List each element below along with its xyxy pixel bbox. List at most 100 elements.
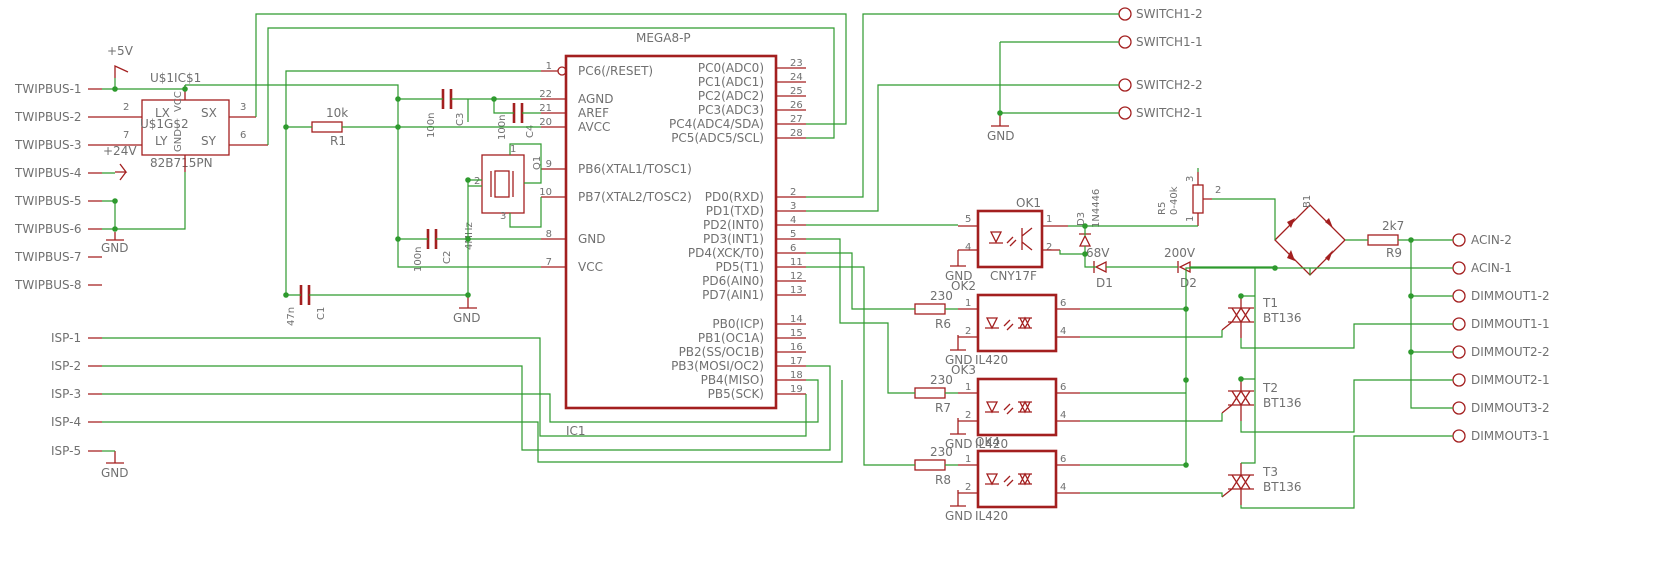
svg-text:SWITCH1-2: SWITCH1-2 (1136, 7, 1203, 21)
capacitor-c1: 47n C1 (286, 285, 327, 326)
twipbus-8-label: TWIPBUS-8 (14, 278, 82, 292)
svg-text:DIMMOUT2-1: DIMMOUT2-1 (1471, 373, 1550, 387)
svg-text:DIMMOUT3-2: DIMMOUT3-2 (1471, 401, 1550, 415)
svg-text:ACIN-2: ACIN-2 (1471, 233, 1512, 247)
optocoupler-ok1: OK1 CNY17F 5 4 1 2 (958, 196, 1068, 283)
capacitor-c4: 100n C4 (497, 103, 536, 140)
svg-text:GND: GND (945, 437, 973, 451)
twipbus-4-label: TWIPBUS-4 (14, 166, 82, 180)
svg-text:DIMMOUT1-2: DIMMOUT1-2 (1471, 289, 1550, 303)
mcu-pin-number: 20 (539, 117, 552, 128)
svg-text:1: 1 (1046, 214, 1052, 225)
mcu-pin-number: 16 (790, 342, 803, 353)
mcu-pin-label: PD2(INT0) (703, 218, 764, 232)
svg-text:47n: 47n (286, 307, 297, 326)
triac-t1: T1 BT136 (1221, 296, 1301, 338)
bridge-rectifier-b1: B1 (1274, 195, 1346, 276)
svg-text:+5V: +5V (107, 44, 134, 58)
triac-t3: T3 BT136 (1221, 463, 1301, 505)
svg-text:5: 5 (965, 214, 971, 225)
mcu-pin-number: 9 (546, 159, 552, 170)
svg-text:SWITCH2-2: SWITCH2-2 (1136, 78, 1203, 92)
mcu-pin-number: 14 (790, 314, 803, 325)
svg-text:0-40k: 0-40k (1169, 186, 1180, 215)
svg-text:GND: GND (453, 311, 481, 325)
power-24v-symbol: +24V (103, 144, 137, 181)
optocoupler-ok2: OK2 IL420 1 2 6 4 (951, 279, 1080, 367)
mcu-pin-label: PB5(SCK) (708, 387, 764, 401)
mcu-pin-label: PB3(MOSI/OC2) (671, 359, 764, 373)
svg-text:2: 2 (1046, 242, 1052, 253)
svg-text:D2: D2 (1180, 276, 1197, 290)
mcu-pin-label: PC0(ADC0) (698, 61, 764, 75)
svg-text:6: 6 (1060, 454, 1066, 465)
svg-text:B1: B1 (1302, 195, 1313, 208)
mcu-pin-label: PC2(ADC2) (698, 89, 764, 103)
svg-text:T2: T2 (1262, 381, 1278, 395)
mcu-pin-label: AVCC (578, 120, 610, 134)
mcu-pin-number: 22 (539, 89, 552, 100)
svg-text:6: 6 (240, 130, 246, 141)
capacitor-c2: 100n C2 (413, 229, 453, 272)
svg-text:1: 1 (510, 144, 516, 155)
svg-text:GND: GND (987, 129, 1015, 143)
svg-text:4: 4 (1060, 326, 1066, 337)
svg-text:6: 6 (1060, 382, 1066, 393)
svg-text:230: 230 (930, 289, 953, 303)
svg-text:3: 3 (500, 211, 506, 222)
resistor-r8: 230 R8 (914, 445, 953, 487)
mcu-pin-number: 25 (790, 86, 803, 97)
mcu-pin-number: 23 (790, 58, 803, 69)
ac-connector: ACIN-2 ACIN-1 (1452, 233, 1512, 275)
mcu-pin-label: PD6(AIN0) (702, 274, 764, 288)
resistor-r9: 2k7 R9 (1367, 219, 1404, 260)
resistor-r7: 230 R7 (914, 373, 953, 415)
svg-text:OK4: OK4 (975, 435, 1000, 449)
mcu-pin-label: VCC (578, 260, 603, 274)
mcu-pin-number: 26 (790, 100, 803, 111)
svg-text:DIMMOUT1-1: DIMMOUT1-1 (1471, 317, 1550, 331)
mcu-pin-label: PB1(OC1A) (698, 331, 764, 345)
dimmout-connector: DIMMOUT1-2 DIMMOUT1-1 DIMMOUT2-2 DIMMOUT… (1452, 289, 1550, 443)
svg-text:1: 1 (1185, 216, 1196, 222)
svg-text:4MHz: 4MHz (464, 222, 475, 250)
mcu-pin-label: PB7(XTAL2/TOSC2) (578, 190, 692, 204)
mcu-pin-number: 15 (790, 328, 803, 339)
svg-text:2: 2 (123, 102, 129, 113)
svg-text:200V: 200V (1164, 246, 1196, 260)
svg-text:D3: D3 (1076, 212, 1087, 226)
svg-text:SX: SX (201, 106, 217, 120)
svg-text:ACIN-1: ACIN-1 (1471, 261, 1512, 275)
svg-text:C1: C1 (316, 307, 327, 320)
svg-text:3: 3 (240, 102, 246, 113)
isp-3-label: ISP-3 (51, 387, 81, 401)
twipbus-2-label: TWIPBUS-2 (14, 110, 82, 124)
mcu-pin-number: 5 (790, 229, 796, 240)
svg-text:U$1G$2: U$1G$2 (140, 117, 189, 131)
svg-text:BT136: BT136 (1263, 311, 1301, 325)
isp-4-label: ISP-4 (51, 415, 81, 429)
mcu-pin-number: 4 (790, 215, 796, 226)
mcu-pin-number: 28 (790, 128, 803, 139)
svg-text:SWITCH2-1: SWITCH2-1 (1136, 106, 1203, 120)
isp-5-label: ISP-5 (51, 444, 81, 458)
svg-text:7: 7 (123, 130, 129, 141)
mcu-pin-number: 21 (539, 103, 552, 114)
svg-text:GND: GND (101, 241, 129, 255)
twipbus-1-label: TWIPBUS-1 (14, 82, 82, 96)
svg-text:DIMMOUT3-1: DIMMOUT3-1 (1471, 429, 1550, 443)
mcu-pin-label: AGND (578, 92, 614, 106)
svg-text:T1: T1 (1262, 296, 1278, 310)
mcu-pin-label: PD0(RXD) (705, 190, 764, 204)
svg-text:IL420: IL420 (975, 509, 1008, 523)
svg-text:1: 1 (965, 454, 971, 465)
mcu-pin-label: PC5(ADC5/SCL) (671, 131, 764, 145)
svg-text:1: 1 (965, 298, 971, 309)
mcu-pin-label: PD7(AIN1) (702, 288, 764, 302)
crystal-q1: 4MHz Q1 1 2 3 (464, 144, 543, 250)
mcu-pin-number: 17 (790, 356, 803, 367)
mcu-pin-number: 2 (790, 187, 796, 198)
gnd-symbol-ok3: GND (945, 418, 973, 451)
twipbus-3-label: TWIPBUS-3 (14, 138, 82, 152)
mcu-pin-number: 27 (790, 114, 803, 125)
